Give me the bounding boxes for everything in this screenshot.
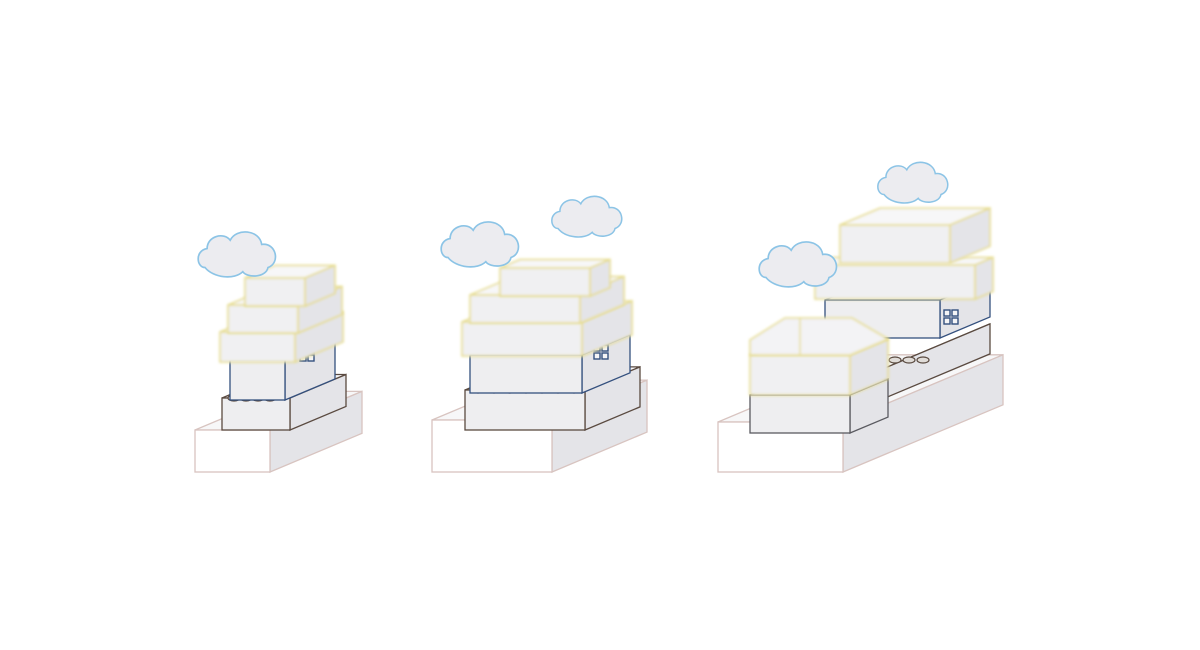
brick-layer-front [221, 397, 291, 431]
roof-layer-1-front [814, 264, 976, 300]
roof-layer-2 [839, 206, 991, 265]
roof-layer-2-front [839, 224, 951, 264]
house-1 [194, 264, 363, 473]
house-3 [717, 206, 1004, 473]
stud [902, 356, 916, 364]
roof-layer-1-side [974, 256, 994, 301]
stud [916, 356, 930, 364]
roof-layer-1-front [461, 321, 583, 357]
cloud-4-icon [758, 241, 838, 288]
base-plate-front [194, 429, 271, 473]
annex-wall-front [749, 354, 851, 396]
cloud-5-icon [877, 161, 949, 204]
roof-layer-1-front [219, 331, 296, 363]
wall-layer-front [469, 354, 583, 394]
stud [888, 356, 902, 364]
roof-layer-3 [244, 264, 336, 308]
annex-bottom-front [749, 394, 851, 434]
roof-layer-2-front [227, 304, 299, 334]
roof-layer-3-front [499, 267, 591, 297]
window-icon [943, 309, 959, 325]
cloud-2-icon [440, 221, 520, 268]
house-2 [431, 258, 648, 473]
roof-layer-2-front [469, 294, 581, 324]
roof-layer-3-front [244, 277, 306, 307]
brick-layer-front [464, 389, 586, 431]
cloud-3-icon [551, 195, 623, 238]
wall-layer-front [229, 359, 286, 401]
annex-gable-roof [749, 317, 890, 356]
cloud-1-icon [197, 231, 277, 278]
roof-layer-3 [499, 258, 611, 298]
